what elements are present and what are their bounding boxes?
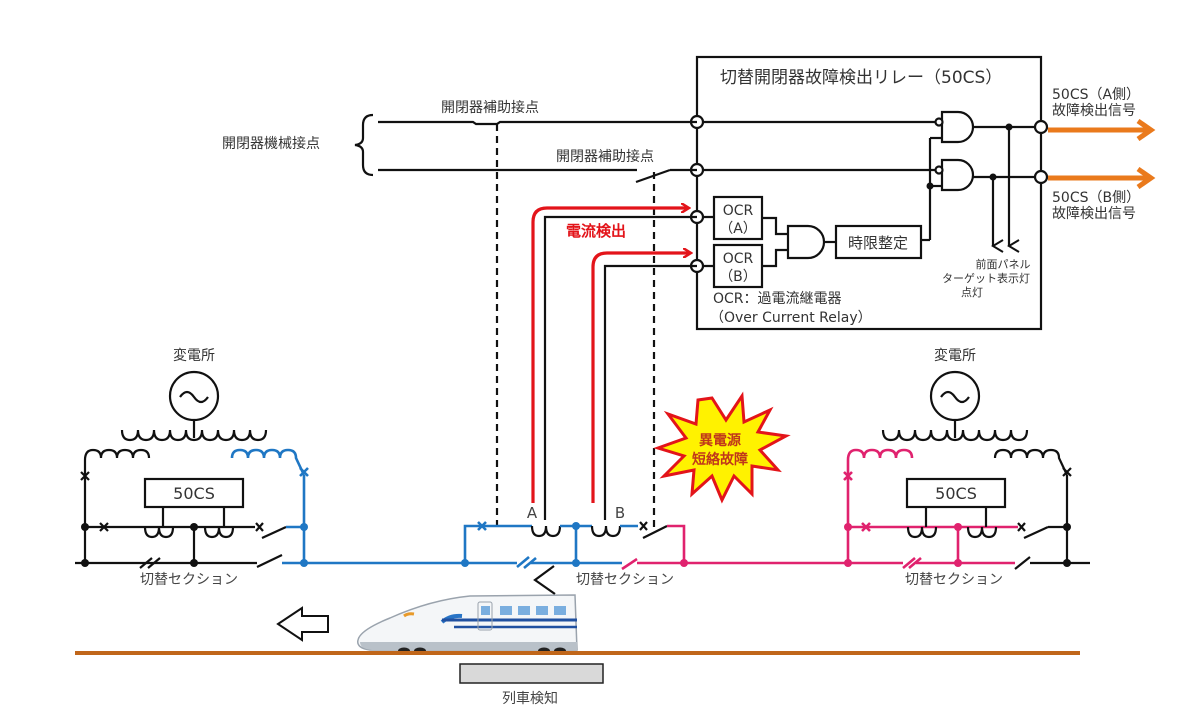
svg-text:50CS（A側）: 50CS（A側） [1052, 87, 1140, 103]
svg-text:切替セクション: 切替セクション [905, 572, 1003, 588]
mech-contact-label: 開閉器機械接点 [222, 135, 320, 152]
relay-title: 切替開閉器故障検出リレー（50CS） [720, 68, 1002, 88]
svg-text:50CS: 50CS [173, 484, 215, 503]
current-detect-label: 電流検出 [566, 222, 626, 240]
substation-right: 変電所 50CS 切替セクション [843, 347, 1072, 588]
inverter-bubble-b [934, 165, 944, 175]
terminal-out-a [1033, 119, 1049, 135]
svg-text:50CS（B側）: 50CS（B側） [1052, 190, 1140, 206]
contacts: 開閉器機械接点 開閉器補助接点 開閉器補助接点 [222, 99, 697, 528]
svg-text:時限整定: 時限整定 [848, 234, 908, 252]
svg-text:OCR: OCR [723, 251, 754, 267]
center-section-label: 切替セクション [576, 572, 674, 588]
center-section: A B [463, 504, 686, 595]
svg-text:50CS: 50CS [935, 484, 977, 503]
starburst-shape [653, 391, 791, 504]
svg-text:切替セクション: 切替セクション [140, 572, 238, 588]
current-arrow-a [531, 208, 688, 503]
svg-text:故障検出信号: 故障検出信号 [1052, 103, 1136, 119]
substation-left: 変電所 50CS 切替セクション [80, 347, 309, 588]
output-signals: 50CS（A側） 故障検出信号 50CS（B側） 故障検出信号 [1048, 87, 1150, 222]
direction-arrow-left-icon [276, 606, 329, 642]
transformer-primary [881, 429, 1029, 442]
ct-a-wire [543, 215, 697, 520]
brace [354, 113, 374, 177]
and-gate-a [940, 110, 975, 144]
ocr-note-2: （Over Current Relay） [710, 310, 872, 326]
train-detect-box [459, 663, 604, 684]
50cs-box-left [143, 477, 245, 509]
ocr-and-gate [786, 224, 826, 260]
svg-text:前面パネル: 前面パネル [976, 257, 1031, 271]
svg-text:（B）: （B） [719, 269, 757, 285]
ct-b-wire [603, 264, 697, 520]
svg-text:故障検出信号: 故障検出信号 [1052, 206, 1136, 222]
relay-box [695, 55, 1043, 331]
train-detect-label: 列車検知 [502, 690, 558, 707]
relay-50cs: 切替開閉器故障検出リレー（50CS） OCR （A） OCR （B） [689, 55, 1049, 331]
timer-box [834, 224, 923, 260]
fault-burst: 異電源 短絡故障 [653, 391, 791, 504]
svg-text:短絡故障: 短絡故障 [692, 451, 748, 468]
svg-text:開閉器補助接点: 開閉器補助接点 [556, 148, 654, 165]
svg-text:異電源: 異電源 [699, 432, 741, 449]
and-gate-b [940, 158, 975, 192]
svg-text:変電所: 変電所 [173, 347, 215, 364]
svg-text:ターゲット表示灯: ターゲット表示灯 [942, 271, 1030, 285]
terminal-out-b [1033, 169, 1049, 185]
inverter-bubble-a [934, 117, 944, 127]
transformer-primary [120, 429, 268, 442]
50cs-box-right [905, 477, 1007, 509]
svg-text:OCR: OCR [723, 203, 754, 219]
shinkansen-train-icon [357, 594, 578, 655]
svg-text:（A）: （A） [719, 221, 757, 237]
pantograph [533, 565, 556, 595]
current-arrow-b [591, 253, 690, 503]
svg-text:開閉器補助接点: 開閉器補助接点 [441, 99, 539, 116]
ct-b-label: B [615, 504, 625, 522]
ct-a-label: A [527, 504, 538, 522]
svg-text:点灯: 点灯 [961, 286, 983, 299]
ocr-note-1: OCR：過電流継電器 [713, 291, 842, 307]
svg-text:変電所: 変電所 [934, 347, 976, 364]
